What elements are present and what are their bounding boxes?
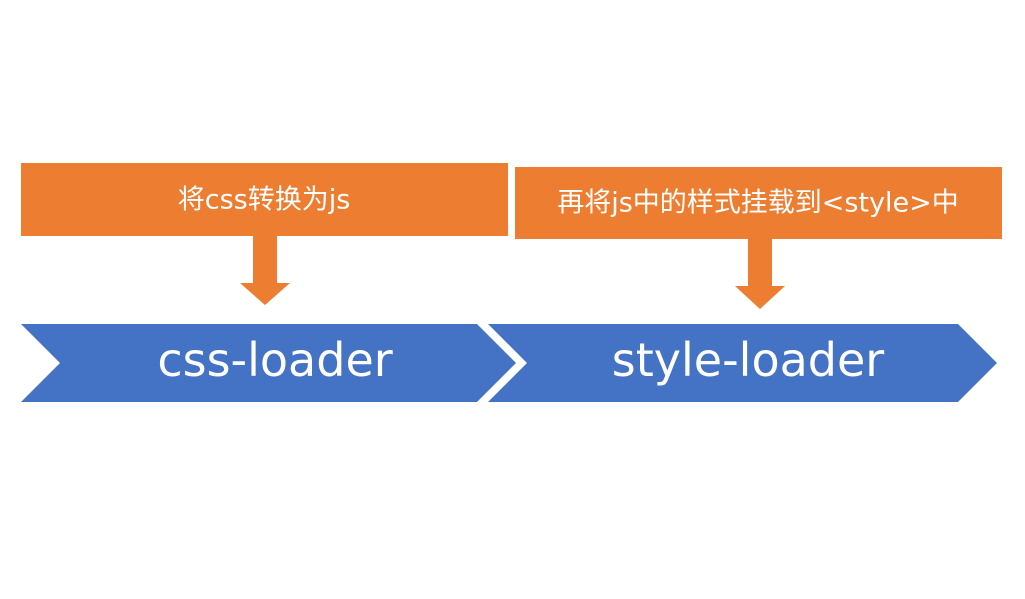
callout-style-loader: 再将js中的样式挂载到<style>中 <box>515 167 1002 239</box>
chevron-shape-2 <box>488 324 997 402</box>
stage-style-loader: style-loader <box>488 324 997 402</box>
chevron-shape-1 <box>21 324 516 402</box>
callout-box-1 <box>21 163 508 236</box>
callout-box-2 <box>515 167 1002 239</box>
callout-css-loader: 将css转换为js <box>21 163 508 236</box>
down-arrow-1 <box>240 236 290 305</box>
down-arrow-2 <box>735 239 785 309</box>
callout-text-1: 将css转换为js <box>178 185 351 216</box>
callout-text-2: 再将js中的样式挂载到<style>中 <box>557 188 959 219</box>
stage-label-2: style-loader <box>612 333 885 387</box>
stage-label-1: css-loader <box>157 333 392 387</box>
stage-css-loader: css-loader <box>21 324 516 402</box>
